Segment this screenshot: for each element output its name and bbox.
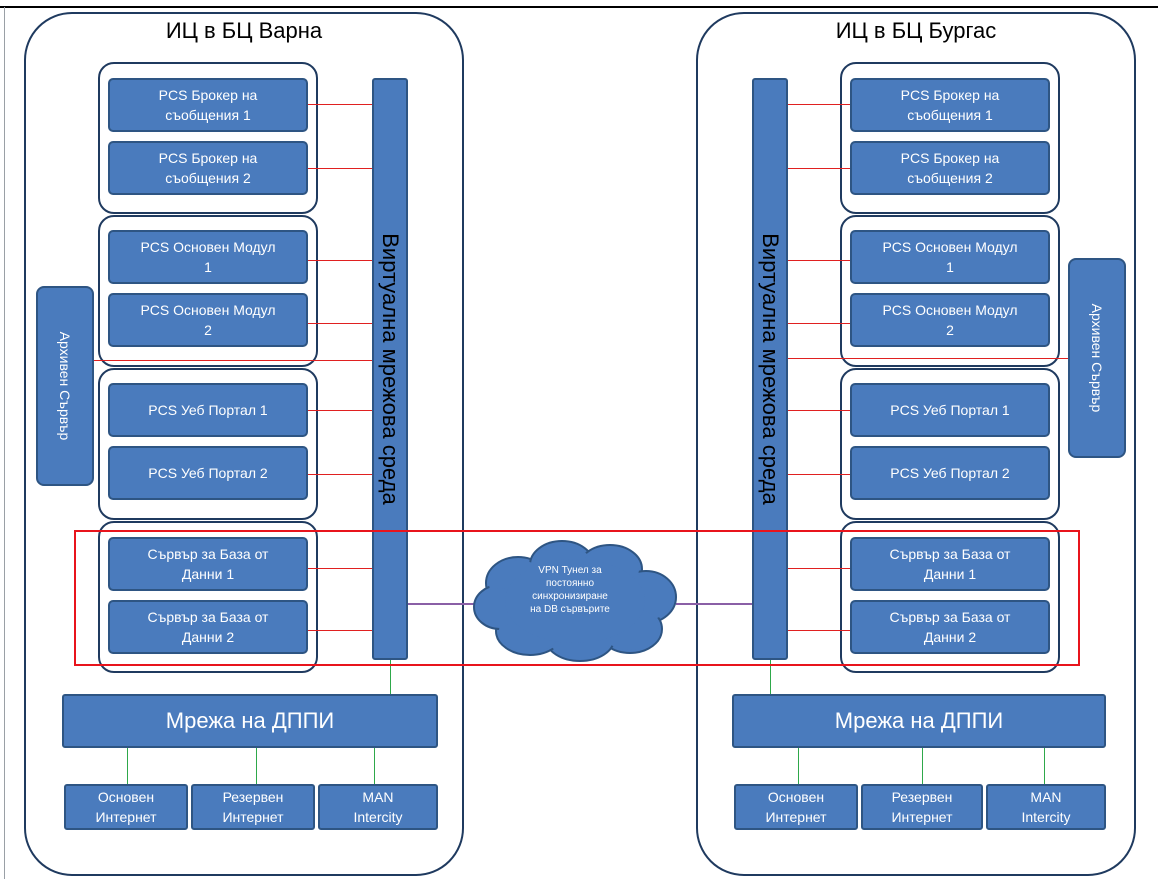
- link-line: [1044, 748, 1045, 784]
- broker-server: PCS Брокер на съобщения 2: [850, 141, 1050, 195]
- network-dppi: Мрежа на ДППИ: [62, 694, 438, 748]
- link-line: [308, 474, 372, 475]
- external-link-label: Резервен Интернет: [222, 789, 284, 825]
- database-server-label: Сървър за База от Данни 2: [889, 609, 1011, 645]
- left-rule: [4, 7, 5, 879]
- top-rule: [0, 6, 1158, 8]
- link-line: [788, 358, 1068, 359]
- database-server-label: Сървър за База от Данни 2: [147, 609, 269, 645]
- link-line: [788, 410, 850, 411]
- virtual-network-bar: Виртуална мрежова среда: [752, 78, 788, 660]
- external-link: Резервен Интернет: [191, 784, 315, 830]
- link-line: [308, 410, 372, 411]
- external-link: Резервен Интернет: [861, 784, 983, 830]
- core-module-server: PCS Основен Модул 1: [850, 230, 1050, 284]
- archive-server-label: Архивен Сървър: [57, 331, 73, 441]
- external-link-label: MAN Intercity: [1021, 789, 1071, 825]
- link-line: [788, 104, 850, 105]
- network-label: Мрежа на ДППИ: [165, 708, 335, 733]
- highlight-frame: [74, 530, 1080, 666]
- broker-server-label: PCS Брокер на съобщения 1: [158, 87, 258, 123]
- database-server: Сървър за База от Данни 1: [850, 537, 1050, 591]
- link-line: [308, 323, 372, 324]
- link-line: [127, 748, 128, 784]
- archive-server-label: Архивен Сървър: [1089, 303, 1105, 413]
- web-portal-server: PCS Уеб Портал 2: [850, 446, 1050, 500]
- link-line: [788, 168, 850, 169]
- external-link: Основен Интернет: [64, 784, 188, 830]
- link-line: [308, 104, 372, 105]
- external-link: Основен Интернет: [734, 784, 858, 830]
- external-link: MAN Intercity: [318, 784, 438, 830]
- external-link-label: Основен Интернет: [95, 789, 157, 825]
- vpn-label: VPN Тунел за постоянно синхронизиране на…: [530, 565, 610, 615]
- link-line: [922, 748, 923, 784]
- web-portal-label: PCS Уеб Портал 1: [890, 402, 1010, 418]
- link-line: [308, 568, 372, 569]
- datacenter-title: ИЦ в БЦ Варна: [165, 18, 323, 43]
- link-line: [798, 748, 799, 784]
- link-line: [390, 660, 391, 694]
- core-module-server: PCS Основен Модул 2: [108, 293, 308, 347]
- database-server-label: Сървър за База от Данни 1: [147, 546, 269, 582]
- web-portal-label: PCS Уеб Портал 2: [890, 465, 1010, 481]
- web-portal-label: PCS Уеб Портал 1: [148, 402, 268, 418]
- broker-server: PCS Брокер на съобщения 1: [108, 78, 308, 132]
- external-link-label: Резервен Интернет: [891, 789, 953, 825]
- network-dppi: Мрежа на ДППИ: [732, 694, 1106, 748]
- database-server: Сървър за База от Данни 1: [108, 537, 308, 591]
- external-link-label: Основен Интернет: [765, 789, 827, 825]
- broker-server-label: PCS Брокер на съобщения 2: [900, 150, 1000, 186]
- broker-server: PCS Брокер на съобщения 1: [850, 78, 1050, 132]
- link-line: [94, 360, 372, 361]
- vpn-link: [408, 603, 480, 605]
- core-module-label: PCS Основен Модул 1: [882, 239, 1018, 275]
- archive-server: Архивен Сървър: [1068, 258, 1126, 458]
- web-portal-server: PCS Уеб Портал 1: [108, 383, 308, 437]
- network-label: Мрежа на ДППИ: [834, 708, 1004, 733]
- external-link: MAN Intercity: [986, 784, 1106, 830]
- link-line: [308, 168, 372, 169]
- web-portal-label: PCS Уеб Портал 2: [148, 465, 268, 481]
- datacenter-title: ИЦ в БЦ Бургас: [835, 18, 997, 43]
- link-line: [788, 323, 850, 324]
- database-server: Сървър за База от Данни 2: [108, 600, 308, 654]
- core-module-server: PCS Основен Модул 1: [108, 230, 308, 284]
- core-module-label: PCS Основен Модул 2: [882, 302, 1018, 338]
- core-module-label: PCS Основен Модул 1: [140, 239, 276, 275]
- broker-server-label: PCS Брокер на съобщения 2: [158, 150, 258, 186]
- virtual-network-bar: Виртуална мрежова среда: [372, 78, 408, 660]
- core-module-server: PCS Основен Модул 2: [850, 293, 1050, 347]
- broker-server-label: PCS Брокер на съобщения 1: [900, 87, 1000, 123]
- link-line: [308, 630, 372, 631]
- link-line: [308, 260, 372, 261]
- link-line: [256, 748, 257, 784]
- link-line: [788, 474, 850, 475]
- link-line: [788, 260, 850, 261]
- link-line: [788, 568, 850, 569]
- link-line: [788, 630, 850, 631]
- archive-server: Архивен Сървър: [36, 286, 94, 486]
- web-portal-server: PCS Уеб Портал 1: [850, 383, 1050, 437]
- virtual-network-label: Виртуална мрежова среда: [758, 233, 783, 505]
- vpn-cloud-icon: [473, 540, 677, 662]
- link-line: [374, 748, 375, 784]
- database-server: Сървър за База от Данни 2: [850, 600, 1050, 654]
- database-server-label: Сървър за База от Данни 1: [889, 546, 1011, 582]
- core-module-label: PCS Основен Модул 2: [140, 302, 276, 338]
- broker-server: PCS Брокер на съобщения 2: [108, 141, 308, 195]
- external-link-label: MAN Intercity: [353, 789, 403, 825]
- virtual-network-label: Виртуална мрежова среда: [378, 233, 403, 505]
- web-portal-server: PCS Уеб Портал 2: [108, 446, 308, 500]
- vpn-link: [676, 603, 752, 605]
- link-line: [770, 660, 771, 694]
